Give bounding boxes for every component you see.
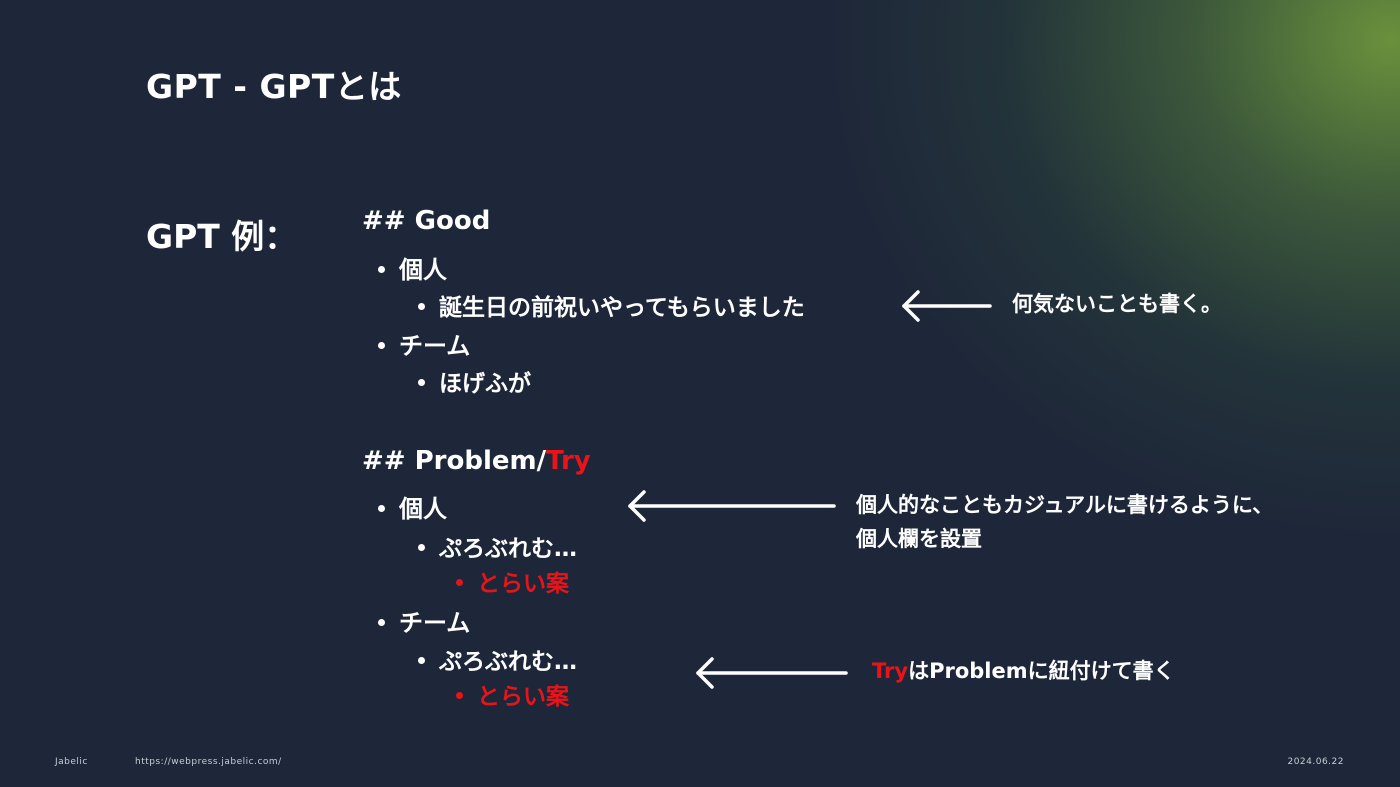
problem-team-text: ぷろぶれむ… <box>439 649 577 675</box>
good-personal-text: 誕生日の前祝いやってもらいました <box>439 295 805 321</box>
problem-heading-try: Try <box>546 446 591 476</box>
problem-heading: ## Problem/Try <box>362 446 591 476</box>
problem-team-item: チーム <box>378 603 470 638</box>
arrow-left-icon <box>628 490 836 522</box>
problem-heading-prefix: ## Problem/ <box>362 446 547 476</box>
arrow-left-icon <box>902 290 992 322</box>
bullet-icon <box>378 504 385 512</box>
problem-team-label: チーム <box>399 609 471 637</box>
problem-personal-try: とらい案 <box>456 564 569 598</box>
problem-personal-try-text: とらい案 <box>477 571 569 597</box>
bullet-icon <box>418 544 425 551</box>
footer-url[interactable]: https://webpress.jabelic.com/ <box>135 757 282 767</box>
bullet-icon <box>418 657 425 664</box>
problem-personal-text: ぷろぶれむ… <box>439 536 577 562</box>
bullet-icon <box>418 379 425 386</box>
arrow-left-icon <box>696 657 848 689</box>
problem-personal-item: 個人 <box>378 489 447 524</box>
problem-team-subitem: ぷろぶれむ… <box>418 642 577 676</box>
bullet-icon <box>456 579 463 586</box>
good-personal-item: 個人 <box>378 250 447 285</box>
slide-title: GPT - GPTとは <box>146 67 402 106</box>
bullet-icon <box>418 303 425 310</box>
problem-personal-subitem: ぷろぶれむ… <box>418 529 577 563</box>
good-personal-subitem: 誕生日の前祝いやってもらいました <box>418 288 805 322</box>
problem-team-try-text: とらい案 <box>477 684 569 710</box>
good-team-label: チーム <box>399 332 471 360</box>
note-personal-line1: 個人的なこともカジュアルに書けるように、 <box>856 493 1274 517</box>
problem-personal-label: 個人 <box>399 495 447 523</box>
good-personal-label: 個人 <box>399 256 447 284</box>
footer-date: 2024.06.22 <box>1287 757 1344 767</box>
note-casual: 何気ないことも書く。 <box>1012 292 1222 316</box>
note-personal: 個人的なこともカジュアルに書けるように、 個人欄を設置 <box>856 488 1273 556</box>
problem-team-try: とらい案 <box>456 677 569 711</box>
footer-brand: Jabelic <box>55 757 88 767</box>
good-team-text: ほげふが <box>439 371 531 397</box>
good-heading: ## Good <box>362 206 491 236</box>
bullet-icon <box>378 341 385 349</box>
note-try: TryはProblemに紐付けて書く <box>872 654 1175 688</box>
note-personal-line2: 個人欄を設置 <box>856 527 982 551</box>
note-try-rest: はProblemに紐付けて書く <box>908 659 1175 683</box>
bullet-icon <box>378 618 385 626</box>
good-team-item: チーム <box>378 326 470 361</box>
note-try-word: Try <box>872 659 909 683</box>
bullet-icon <box>378 265 385 273</box>
good-team-subitem: ほげふが <box>418 364 531 398</box>
example-label: GPT 例： <box>146 217 298 256</box>
bullet-icon <box>456 692 463 699</box>
